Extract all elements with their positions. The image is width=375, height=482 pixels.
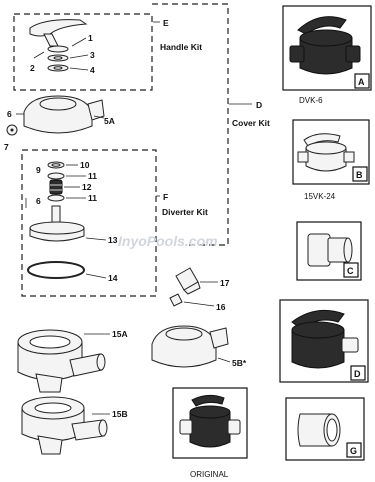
- box-letter-d: D: [354, 369, 361, 379]
- handle-kit-letter: E: [163, 18, 169, 28]
- callout-2: 2: [30, 63, 35, 73]
- diverter-kit-label: Diverter Kit: [162, 207, 208, 217]
- fitting-part-17: [175, 267, 201, 295]
- valve-cover-5b: [151, 325, 229, 368]
- spring-part-12: [49, 179, 63, 195]
- cover-kit-label: Cover Kit: [232, 118, 270, 128]
- callout-16: 16: [216, 302, 226, 312]
- product-box-b[interactable]: B: [292, 119, 370, 185]
- diverter-part-13: [29, 205, 85, 242]
- callout-17: 17: [220, 278, 230, 288]
- valve-cover-5a: [23, 95, 105, 134]
- product-box-d[interactable]: D: [279, 299, 369, 383]
- caption-original: ORIGINAL: [190, 470, 229, 479]
- product-box-g[interactable]: G: [285, 397, 365, 461]
- handle-kit-box: [13, 13, 153, 91]
- handle-pin-part: [33, 51, 45, 59]
- callout-9: 9: [36, 165, 41, 175]
- handle-part: [29, 19, 88, 47]
- box-letter-c: C: [347, 266, 354, 276]
- caption-15vk-24: 15VK-24: [304, 192, 336, 201]
- box-letter-g: G: [350, 446, 357, 456]
- callout-3: 3: [90, 50, 95, 60]
- callout-1: 1: [88, 33, 93, 43]
- product-original[interactable]: [172, 387, 248, 459]
- callout-7: 7: [4, 142, 9, 152]
- product-box-a[interactable]: A: [282, 5, 372, 91]
- cover-kit-letter: D: [256, 100, 262, 110]
- callout-6-top: 6: [7, 109, 12, 119]
- plug-part-16: [169, 293, 183, 307]
- oring-part-14: [27, 261, 85, 279]
- callout-15b: 15B: [112, 409, 128, 419]
- callout-4: 4: [90, 65, 95, 75]
- callout-11-bottom: 11: [88, 193, 97, 203]
- callout-5a: 5A: [104, 116, 115, 126]
- valve-body-15a: [17, 329, 106, 393]
- callout-13: 13: [108, 235, 118, 245]
- box-letter-b: B: [356, 170, 363, 180]
- callout-5b: 5B*: [232, 358, 247, 368]
- diverter-kit-letter: F: [163, 192, 168, 202]
- washer-part-11-top: [47, 172, 65, 180]
- watermark: InyoPools.com: [118, 233, 218, 249]
- callout-10: 10: [80, 160, 90, 170]
- callout-14: 14: [108, 273, 118, 283]
- callout-11-top: 11: [88, 171, 97, 181]
- caption-dvk-6: DVK-6: [299, 96, 323, 105]
- box-letter-a: A: [358, 77, 365, 87]
- handle-washers-part: [47, 45, 69, 72]
- product-box-c[interactable]: C: [296, 221, 362, 281]
- washer-part-11-bottom: [47, 194, 65, 202]
- gauge-part-7: [6, 124, 18, 136]
- callout-15a: 15A: [112, 329, 128, 339]
- callout-6-mid: 6: [36, 196, 41, 206]
- valve-body-15b: [21, 396, 108, 455]
- callout-12: 12: [82, 182, 92, 192]
- handle-kit-label: Handle Kit: [160, 42, 202, 52]
